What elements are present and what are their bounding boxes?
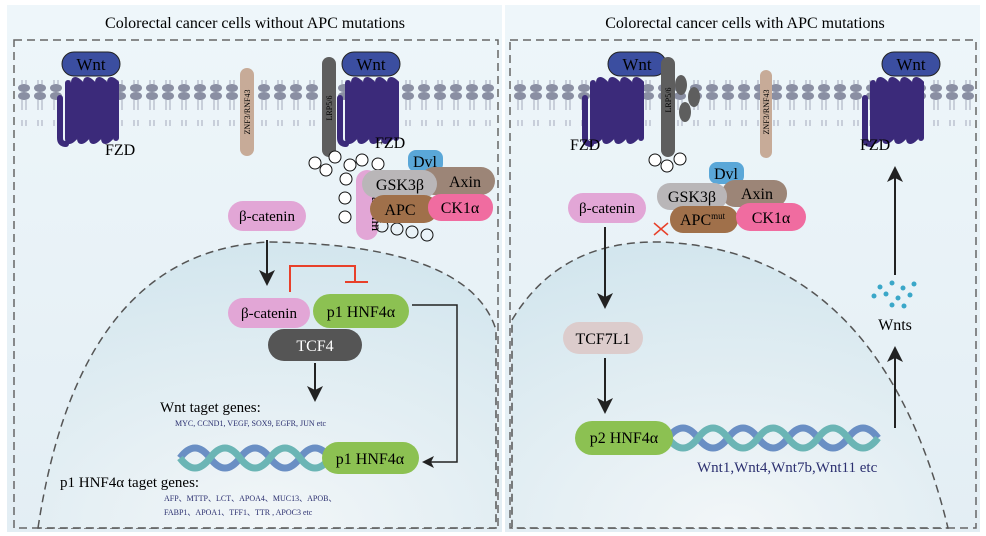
gsk3b (657, 183, 727, 210)
right-title: Colorectal cancer cells with APC mutatio… (605, 15, 885, 32)
tcf4-label: TCF4 (296, 338, 333, 355)
hnf4a-target-genes-title: p1 HNF4α taget genes: (60, 475, 199, 491)
lrp-associated-proteins (675, 75, 700, 122)
ck1a-label: CK1α (441, 200, 480, 217)
dvl (709, 162, 744, 184)
znrf3-label: ZNF3/RNF43 (762, 90, 771, 135)
ck1a (428, 194, 493, 221)
lrp56 (322, 57, 336, 157)
arrow (412, 304, 458, 468)
beta-catenin-cytoplasm (228, 201, 306, 231)
apc (370, 195, 438, 223)
tcf7l1 (563, 322, 643, 354)
gsk3b-label: GSK3β (376, 177, 424, 194)
hnf4a-target-genes-1: AFP、MTTP、LCT、APOA4、MUC13、APOB、 (164, 494, 336, 503)
wnt-genes: Wnt1,Wnt4,Wnt7b,Wnt11 etc (697, 460, 878, 476)
wnt-label-2: Wnt (896, 55, 926, 74)
fzd-receptor (60, 80, 116, 144)
fzd-label: FZD (105, 142, 135, 159)
ubiquitin-chain (375, 219, 434, 242)
lrp56 (661, 57, 675, 157)
hnf4a-target-genes-2: FABP1、APOA1、TFF1、TTR , APOC3 etc (164, 508, 313, 517)
apc-mut-label: APCmut (680, 211, 726, 229)
wnt-label: Wnt (76, 55, 106, 74)
znrf3-label: ZNF3/RNF43 (243, 90, 252, 135)
p1-hnf4a-label: p1 HNF4α (327, 304, 396, 321)
p1-hnf4a-dna-label: p1 HNF4α (336, 451, 405, 468)
fzd-receptor-2 (865, 80, 921, 144)
axin (722, 180, 787, 207)
gsk3b (362, 170, 437, 198)
fzd-label-2: FZD (860, 137, 890, 154)
p1-hnf4a (313, 294, 409, 328)
beta-catenin-nuclear (228, 298, 310, 328)
lrp-label: LRP5/6 (325, 96, 334, 121)
wnt-target-genes-title: Wnt taget genes: (160, 400, 261, 416)
apc-mutant (670, 206, 738, 233)
p1-hnf4a-dna (322, 442, 419, 474)
apc-label: APC (384, 202, 415, 219)
wnt-label: Wnt (622, 55, 652, 74)
beta-catenin-label: β-catenin (579, 201, 635, 217)
dvl-label: Dvl (714, 166, 739, 183)
cross-mark-icon (653, 222, 669, 236)
beta-catenin (568, 193, 646, 223)
wnts-label: Wnts (878, 317, 912, 334)
p2-hnf4a (575, 421, 673, 455)
axin (420, 167, 495, 195)
dvl (408, 150, 443, 172)
fzd-label-2: FZD (375, 135, 405, 152)
fzd-receptor (585, 80, 641, 144)
wnts-secreted-dots (871, 280, 917, 309)
lrp-label: LRP5/6 (664, 88, 673, 113)
ck1a-label: CK1α (752, 210, 791, 227)
wnt-label-2: Wnt (356, 55, 386, 74)
beta-catenin-label: β-catenin (239, 209, 295, 225)
znrf3-rnf43 (240, 68, 254, 156)
left-panel: Colorectal cancer cells without APC muta… (7, 5, 502, 532)
ck1a (736, 203, 806, 231)
beta-catenin-nuclear-label: β-catenin (241, 306, 297, 322)
tcf4 (268, 329, 362, 361)
dvl-label: Dvl (413, 154, 438, 171)
phosphate-groups (648, 152, 687, 173)
gsk3b-label: GSK3β (668, 189, 716, 206)
fzd-label: FZD (570, 137, 600, 154)
tcf7l1-label: TCF7L1 (575, 331, 630, 348)
znrf3-rnf43 (760, 70, 772, 158)
wnt-target-genes: MYC, CCND1, VEGF, SOX9, EGFR, JUN etc (175, 419, 326, 428)
axin-label: Axin (449, 174, 481, 191)
p2-hnf4a-label: p2 HNF4α (590, 430, 659, 447)
inhibition-line (289, 265, 368, 292)
phosphate-groups (308, 150, 385, 224)
axin-label: Axin (741, 186, 773, 203)
right-panel: Colorectal cancer cells with APC mutatio… (505, 5, 980, 532)
left-title: Colorectal cancer cells without APC muta… (105, 15, 405, 32)
nucleus (511, 241, 949, 529)
